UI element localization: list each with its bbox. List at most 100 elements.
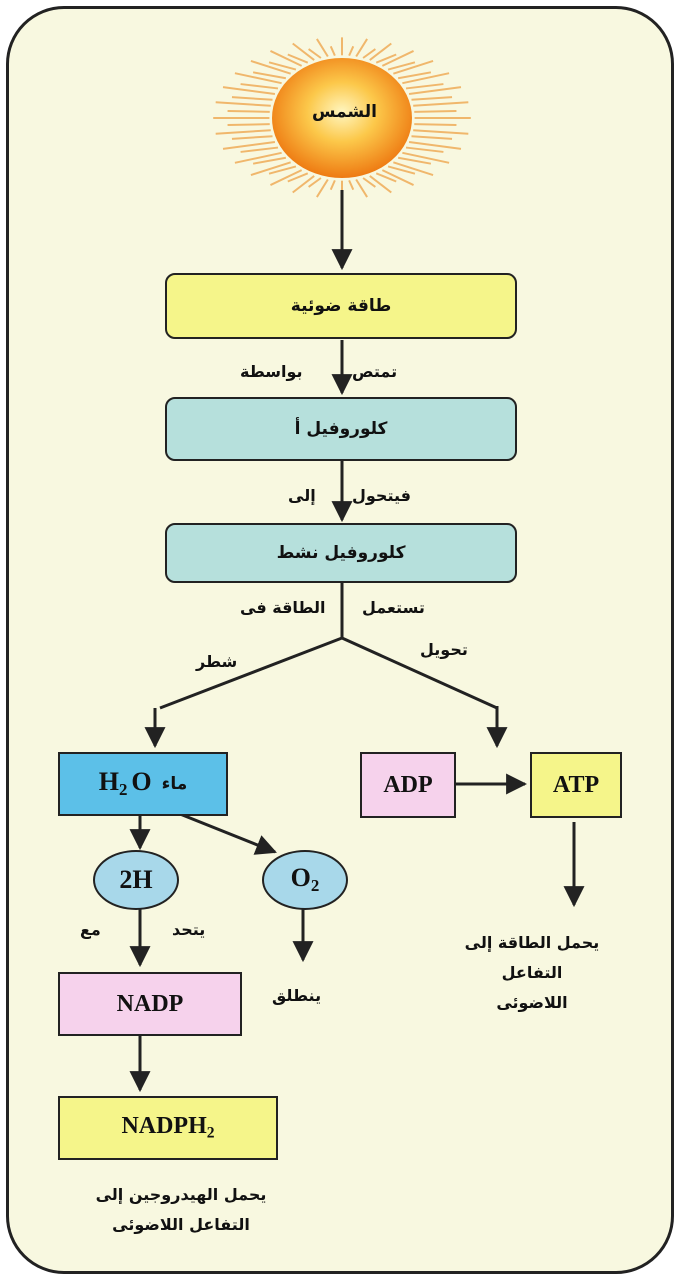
sun-ray bbox=[222, 141, 276, 150]
sun-ray bbox=[268, 165, 297, 175]
chlorophyll-a-box: كلوروفيل أ bbox=[165, 397, 517, 461]
sun-ray bbox=[411, 96, 453, 101]
light-energy-box: طاقة ضوئية bbox=[165, 273, 517, 339]
turns-label-left: فيتحول bbox=[352, 486, 411, 505]
light-energy-label: طاقة ضوئية bbox=[290, 296, 392, 316]
water-h-sub: 2 bbox=[118, 780, 128, 800]
sun-icon bbox=[272, 58, 412, 178]
uses-label-left: تستعمل bbox=[362, 598, 425, 617]
uses-label-right: الطاقة فى bbox=[240, 598, 326, 617]
turns-label-right: إلى bbox=[288, 486, 316, 505]
sun-ray bbox=[234, 151, 282, 164]
absorbed-label-right: بواسطة bbox=[240, 362, 303, 381]
atp-label: ATP bbox=[552, 771, 600, 798]
active-chlorophyll-box: كلوروفيل نشط bbox=[165, 523, 517, 583]
sun-ray bbox=[308, 48, 322, 59]
sun-ray bbox=[405, 146, 444, 153]
sun-ray bbox=[287, 172, 309, 183]
adp-box: ADP bbox=[360, 752, 456, 818]
water-o: O bbox=[131, 767, 152, 797]
sun-ray bbox=[215, 101, 271, 107]
split-label: شطر bbox=[196, 652, 238, 671]
two-h-label: 2H bbox=[119, 865, 153, 894]
o2-label: O2 bbox=[291, 863, 320, 896]
sun-ray bbox=[270, 169, 303, 186]
sun-ray bbox=[362, 177, 376, 188]
sun-ray bbox=[408, 141, 462, 150]
sun-ray bbox=[348, 45, 355, 57]
sun-ray bbox=[348, 179, 355, 191]
sun-ray bbox=[308, 177, 322, 188]
sun-ray bbox=[252, 71, 287, 80]
nadph-note: يحمل الهيدروجين إلى التفاعل اللاضوئى bbox=[95, 1185, 267, 1234]
sun-ray bbox=[270, 50, 303, 67]
arrow-split-right bbox=[341, 636, 498, 710]
sun-ray bbox=[231, 96, 273, 101]
sun-ray bbox=[227, 123, 270, 127]
sun-ray bbox=[222, 86, 276, 95]
sun-ray bbox=[375, 53, 397, 64]
sun-ray bbox=[393, 60, 434, 75]
sun-ray bbox=[329, 45, 336, 57]
o2-o: O bbox=[290, 863, 311, 893]
nadph2-sub: 2 bbox=[206, 1124, 215, 1142]
sun-ray bbox=[402, 72, 450, 85]
sun-ray bbox=[268, 61, 297, 71]
absorbed-label-left: تمتص bbox=[352, 362, 398, 381]
water-arabic-label: ماء bbox=[161, 774, 188, 794]
sun-ray bbox=[250, 161, 291, 176]
sun-label: الشمس bbox=[312, 102, 377, 122]
atp-box: ATP bbox=[530, 752, 622, 818]
unites-label: يتحد bbox=[172, 920, 206, 939]
o2-sub: 2 bbox=[310, 876, 320, 896]
sun-ray bbox=[369, 42, 392, 61]
sun-ray bbox=[215, 129, 271, 135]
sun-ray bbox=[393, 161, 434, 176]
sun-ray bbox=[414, 109, 457, 113]
released-label: ينطلق bbox=[272, 986, 322, 1005]
sun-ray bbox=[292, 42, 315, 61]
sun-ray bbox=[405, 83, 444, 90]
sun-ray bbox=[231, 135, 273, 140]
sun-ray bbox=[397, 156, 432, 165]
sun-ray bbox=[411, 135, 453, 140]
two-h-circle: 2H bbox=[93, 850, 179, 910]
sun-ray bbox=[402, 151, 450, 164]
sun-ray bbox=[397, 71, 432, 80]
sun-ray bbox=[240, 146, 279, 153]
sun-ray bbox=[316, 178, 329, 198]
sun-ray bbox=[329, 179, 336, 191]
sun-ray bbox=[387, 61, 416, 71]
sun-ray bbox=[250, 60, 291, 75]
sun-ray bbox=[413, 129, 469, 135]
nadph2-text: NADPH bbox=[121, 1113, 207, 1140]
sun-ray bbox=[292, 175, 315, 194]
arrow-split-left bbox=[159, 636, 343, 710]
sun-ray bbox=[387, 165, 416, 175]
sun-ray bbox=[362, 48, 376, 59]
water-h: H bbox=[98, 767, 119, 797]
active-chlorophyll-label: كلوروفيل نشط bbox=[276, 543, 406, 563]
sun-ray bbox=[316, 38, 329, 58]
sun-rays bbox=[213, 37, 471, 199]
sun-ray bbox=[287, 53, 309, 64]
sun-ray bbox=[375, 172, 397, 183]
sun-ray bbox=[227, 109, 270, 113]
sun-ray bbox=[355, 178, 368, 198]
sun-ray bbox=[381, 169, 414, 186]
nadph2-box: NADPH2 bbox=[58, 1096, 278, 1160]
sun-ray bbox=[234, 72, 282, 85]
sun-ray bbox=[381, 50, 414, 67]
sun-ray bbox=[355, 38, 368, 58]
nadph2-label: NADPH2 bbox=[121, 1113, 214, 1143]
sun-ray bbox=[414, 123, 457, 127]
adp-label: ADP bbox=[383, 771, 433, 798]
with-label: مع bbox=[80, 920, 101, 939]
sun-ray bbox=[252, 156, 287, 165]
sun-ray bbox=[408, 86, 462, 95]
sun-ray bbox=[413, 101, 469, 107]
sun-ray bbox=[369, 175, 392, 194]
